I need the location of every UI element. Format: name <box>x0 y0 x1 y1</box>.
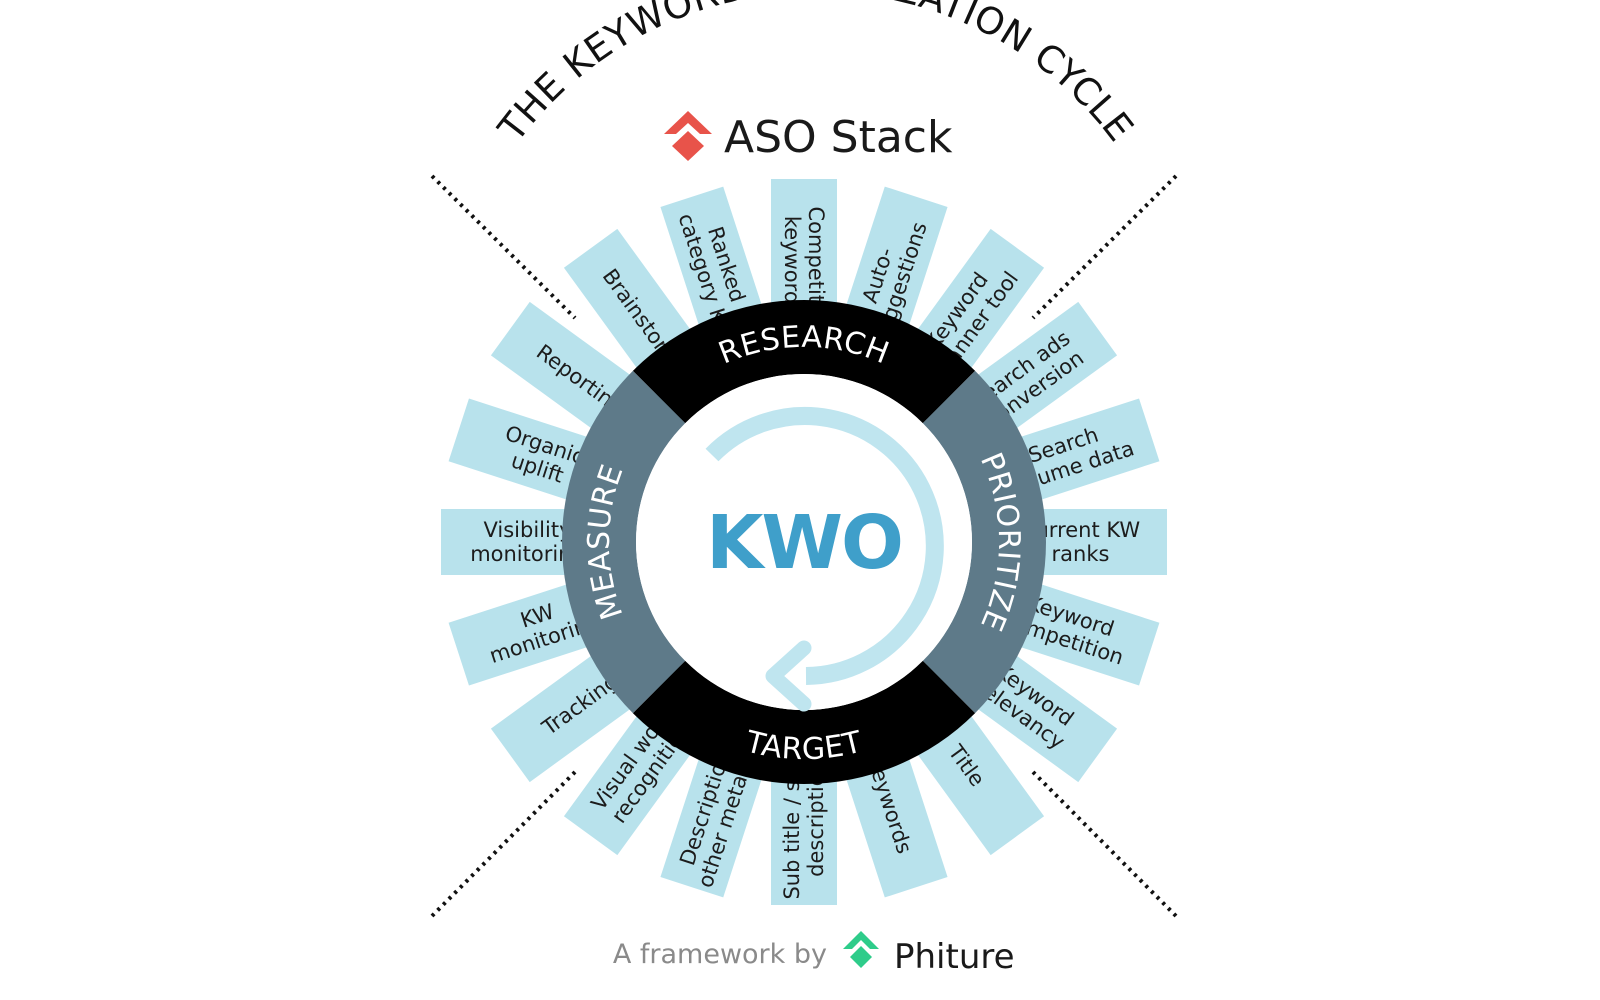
phase-segment-prioritize <box>922 370 1046 714</box>
separator-bottom-left <box>430 770 577 918</box>
phase-segment-measure <box>562 370 686 714</box>
phase-segment-research <box>632 300 976 424</box>
phase-segment-target <box>632 660 976 784</box>
separator-top-left <box>430 174 577 320</box>
cycle-arrow-icon <box>705 407 944 712</box>
step-label: keywords <box>780 216 804 315</box>
phiture-logo <box>843 931 879 968</box>
center-label: KWO <box>706 500 902 586</box>
step-label: ranks <box>1052 542 1110 566</box>
step-label: Visibility <box>483 518 571 542</box>
footer-brand: Phiture <box>894 937 1015 977</box>
dotted-separators <box>430 174 1178 918</box>
aso-stack-logo <box>664 111 712 161</box>
separator-top-right <box>1031 174 1178 320</box>
separator-bottom-right <box>1031 770 1178 918</box>
brand-name: ASO Stack <box>724 112 953 163</box>
footer-prefix: A framework by <box>613 939 827 970</box>
